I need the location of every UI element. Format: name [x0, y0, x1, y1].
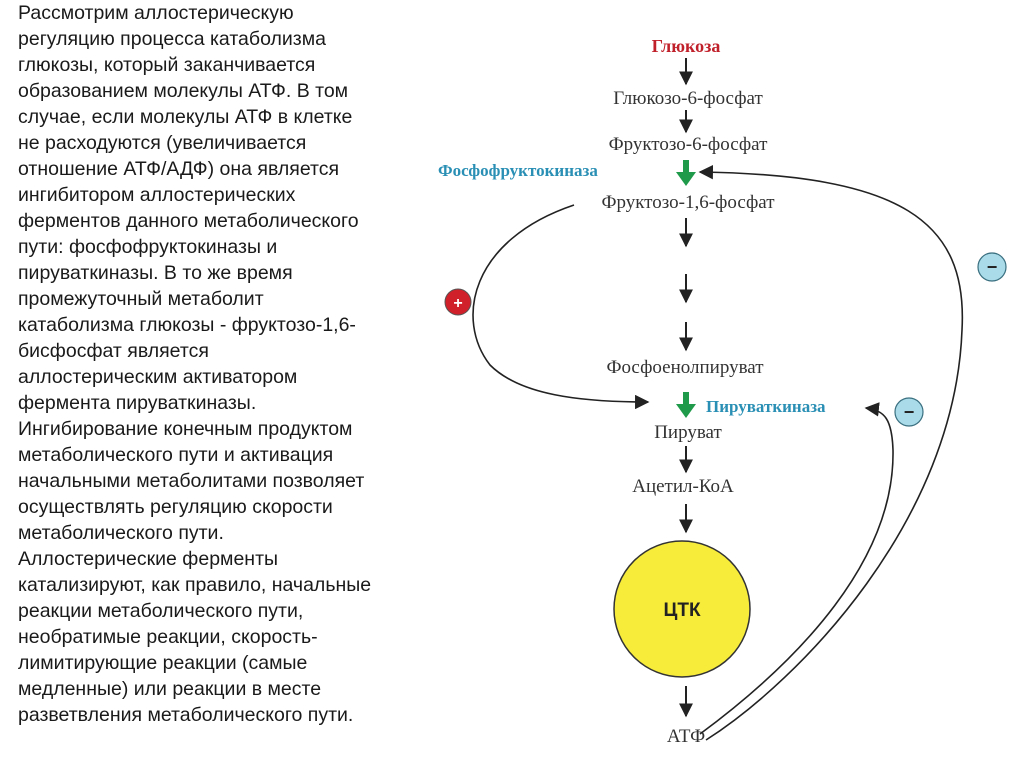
activator-sign-text: + [453, 295, 462, 312]
text-line: ферментов данного метаболического [18, 210, 359, 232]
pyruvate-label: Пируват [654, 422, 722, 443]
text-line: метаболического пути. [18, 522, 224, 544]
activation-arc-f16bp-to-pk [472, 204, 650, 410]
text-line: Ингибирование конечным продуктом [18, 418, 353, 440]
text-line: случае, если молекулы АТФ в клетке [18, 106, 353, 128]
text-line: лимитирующие реакции (самые [18, 652, 308, 674]
text-line: глюкозы, который заканчивается [18, 54, 316, 76]
text-line: осуществлять регуляцию скорости [18, 496, 333, 518]
text-line: отношение АТФ/АДФ) она является [18, 158, 340, 180]
inhibitor-sign-pfk-text: − [987, 257, 998, 277]
text-line: медленные) или реакции в месте [18, 678, 322, 700]
inhibition-arc-atp-to-pfk [698, 164, 964, 741]
phosphoenolpyruvate-label: Фосфоенолпируват [606, 357, 764, 378]
text-line: бисфосфат является [18, 340, 209, 362]
glucose-label: Глюкоза [652, 36, 721, 56]
text-line: Аллостерические ферменты [18, 548, 279, 570]
tca-label: ЦТК [663, 600, 700, 621]
inhibitor-sign-pk-text: − [904, 402, 915, 422]
fructose-1-6-phosphate-label: Фруктозо-1,6-фосфат [601, 192, 775, 213]
pfk-green-arrow [676, 160, 696, 186]
text-line: регуляцию процесса катаболизма [18, 28, 326, 50]
pyruvate-kinase-label: Пируваткиназа [706, 397, 826, 416]
inhibitor-sign-pfk: − [977, 252, 1007, 282]
text-line: пируваткиназы. В то же время [18, 262, 293, 284]
text-line: разветвления метаболического пути. [18, 704, 354, 726]
tca-circle [613, 540, 751, 678]
inhibition-arc-atp-to-pk [699, 402, 894, 735]
text-line: начальными метаболитами позволяет [18, 470, 365, 492]
text-line: катаболизма глюкозы - фруктозо-1,6- [18, 314, 356, 336]
text-line: метаболического пути и активация [18, 444, 334, 466]
description-text: Рассмотрим аллостерическую регуляцию проц… [18, 0, 443, 728]
glucose-6-phosphate-label: Глюкозо-6-фосфат [613, 88, 763, 109]
text-line: реакции метаболического пути, [18, 600, 304, 622]
text-line: не расходуются (увеличивается [18, 132, 307, 154]
text-line: аллостерическим активатором [18, 366, 298, 388]
activator-sign: + [444, 288, 472, 316]
text-line: катализируют, как правило, начальные [18, 574, 372, 596]
text-line: образованием молекулы АТФ. В том [18, 80, 349, 102]
text-line: ингибитором аллостерических [18, 184, 296, 206]
pk-green-arrow [676, 392, 696, 418]
text-line: пути: фосфофруктокиназы и [18, 236, 278, 258]
acetyl-coa-label: Ацетил-КоА [632, 476, 734, 497]
text-line: фермента пируваткиназы. [18, 392, 257, 414]
atp-label: АТФ [667, 726, 705, 747]
text-line: Рассмотрим аллостерическую [18, 2, 294, 24]
text-line: промежуточный метаболит [18, 288, 264, 310]
phosphofructokinase-label: Фосфофруктокиназа [438, 161, 598, 180]
text-line: необратимые реакции, скорость- [18, 626, 318, 648]
fructose-6-phosphate-label: Фруктозо-6-фосфат [609, 134, 769, 155]
inhibitor-sign-pk: − [894, 397, 924, 427]
